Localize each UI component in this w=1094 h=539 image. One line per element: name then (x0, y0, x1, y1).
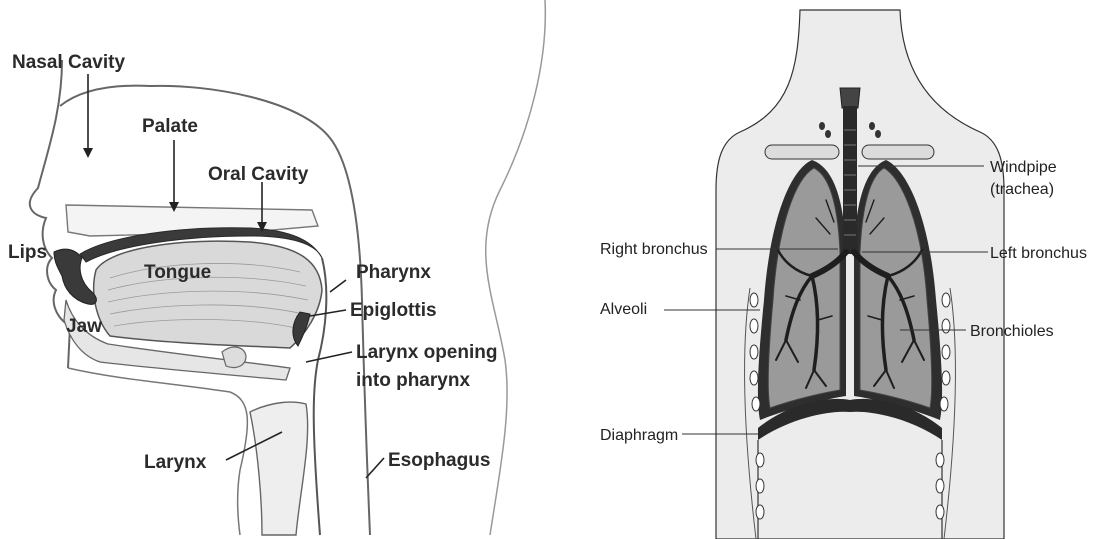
left-clavicle (862, 145, 934, 159)
larynx-top (840, 88, 860, 108)
windpipe-label-line1: Windpipe (990, 159, 1057, 176)
left-bronchus-label: Left bronchus (990, 245, 1087, 262)
pharynx-pointer (330, 280, 346, 292)
pharynx-label: Pharynx (356, 262, 431, 283)
jaw-label: Jaw (66, 316, 102, 337)
larynx-opening-label-line2: into pharynx (356, 370, 470, 391)
trachea (843, 106, 857, 254)
head-throat-diagram: Nasal Cavity Palate Oral Cavity Lips Ton… (8, 0, 545, 535)
larynx-label: Larynx (144, 452, 207, 473)
larynx-tube (250, 402, 308, 535)
epiglottis-label: Epiglottis (350, 300, 437, 321)
tongue-shape (94, 241, 322, 348)
nasal-cavity-label: Nasal Cavity (12, 52, 125, 73)
right-bronchus-label: Right bronchus (600, 241, 708, 258)
right-clavicle (765, 145, 839, 159)
windpipe-label-line2: (trachea) (990, 181, 1054, 198)
nasal-cavity-arrowhead (83, 148, 93, 158)
palate-label: Palate (142, 116, 198, 137)
larynx-opening-pointer (306, 352, 352, 362)
larynx-opening-label-line1: Larynx opening (356, 342, 497, 363)
hyoid-bone (222, 347, 246, 367)
esophagus-pointer (366, 458, 384, 478)
oral-cavity-label: Oral Cavity (208, 164, 309, 185)
bronchioles-label: Bronchioles (970, 323, 1054, 340)
lungs-diagram: Windpipe (trachea) Right bronchus Left b… (600, 10, 1087, 539)
tongue-label: Tongue (144, 262, 211, 283)
diaphragm-label: Diaphragm (600, 427, 678, 444)
neck-back-outline (486, 0, 546, 535)
alveoli-label: Alveoli (600, 301, 647, 318)
esophagus-label: Esophagus (388, 450, 490, 471)
lips-label: Lips (8, 242, 47, 263)
